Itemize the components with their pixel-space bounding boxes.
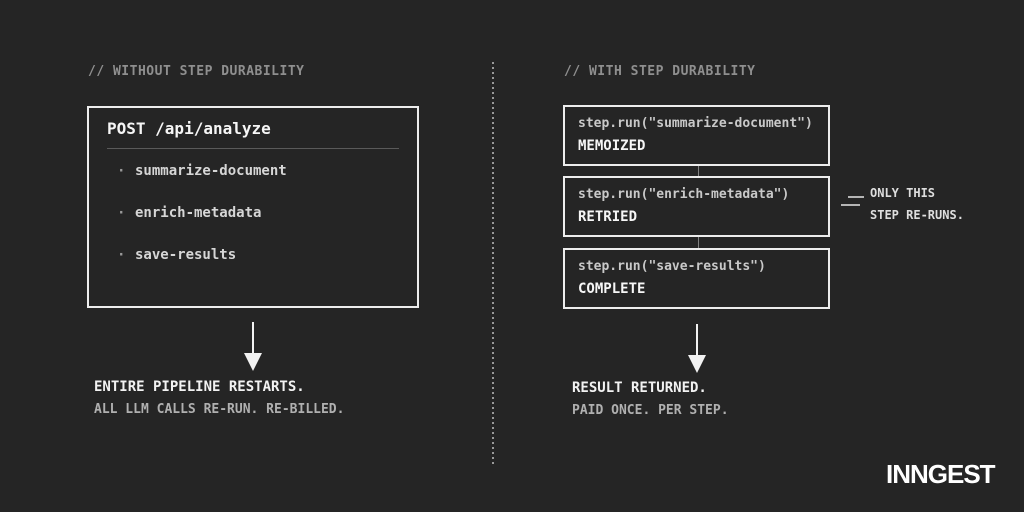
step-run-code: step.run("summarize-document") [578, 116, 813, 131]
down-arrow-icon [244, 353, 262, 371]
bullet-icon: · [117, 163, 126, 179]
annotation-line-2: STEP RE-RUNS. [870, 208, 964, 222]
annotation-dash-icon [841, 204, 860, 206]
request-box: POST /api/analyze · summarize-document ·… [87, 106, 419, 308]
step-run-box: step.run("enrich-metadata") RETRIED [563, 176, 830, 237]
left-outcome-primary: ENTIRE PIPELINE RESTARTS. [94, 379, 305, 395]
left-outcome-secondary: ALL LLM CALLS RE-RUN. RE-BILLED. [94, 402, 345, 417]
inngest-logo: INNGEST [886, 459, 996, 489]
step-status-badge: RETRIED [578, 209, 638, 225]
pipeline-step-label: save-results [135, 247, 237, 263]
pipeline-step-label: enrich-metadata [135, 205, 262, 221]
bullet-icon: · [117, 205, 126, 221]
step-run-code: step.run("enrich-metadata") [578, 187, 790, 202]
pipeline-step-label: summarize-document [135, 163, 287, 179]
request-box-title: POST /api/analyze [107, 119, 271, 138]
right-panel-header: // WITH STEP DURABILITY [564, 64, 756, 79]
step-run-code: step.run("save-results") [578, 259, 766, 274]
box-connector-line [698, 237, 699, 248]
right-outcome-primary: RESULT RETURNED. [572, 380, 707, 396]
right-outcome-secondary: PAID ONCE. PER STEP. [572, 403, 729, 418]
annotation-dash-icon [848, 196, 864, 198]
step-status-badge: COMPLETE [578, 281, 646, 297]
request-box-divider [107, 148, 399, 149]
center-dotted-divider [492, 62, 494, 466]
step-status-badge: MEMOIZED [578, 138, 646, 154]
down-arrow-icon [252, 322, 254, 355]
step-run-box: step.run("save-results") COMPLETE [563, 248, 830, 309]
left-panel-header: // WITHOUT STEP DURABILITY [88, 64, 305, 79]
down-arrow-icon [688, 355, 706, 373]
box-connector-line [698, 166, 699, 176]
annotation-line-1: ONLY THIS [870, 186, 936, 200]
step-run-box: step.run("summarize-document") MEMOIZED [563, 105, 830, 166]
down-arrow-icon [696, 324, 698, 357]
bullet-icon: · [117, 247, 126, 263]
